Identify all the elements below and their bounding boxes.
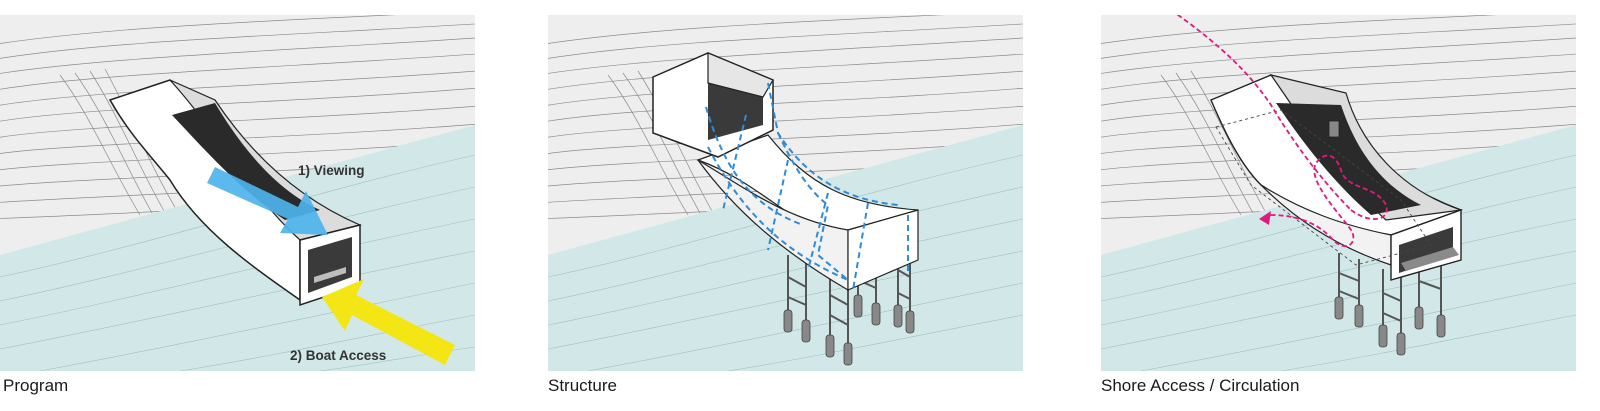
structure-diagram: [548, 15, 1023, 371]
building-volume: [1210, 74, 1464, 281]
water-contours: [548, 154, 1023, 371]
viewing-arrow: [207, 167, 328, 235]
program-diagram: 1) Viewing 2) Boat Access: [0, 15, 475, 371]
building-volume: [108, 79, 362, 307]
program-drawing: 1) Viewing 2) Boat Access: [0, 15, 475, 371]
water-contours: [1101, 154, 1576, 371]
boat-access-arrow: [322, 279, 455, 365]
structure-drawing: [548, 15, 1023, 371]
pilings: [1338, 253, 1442, 340]
circulation-drawing: [1101, 15, 1576, 371]
structure-caption: Structure: [548, 376, 617, 395]
boat-access-label: 2) Boat Access: [290, 348, 386, 363]
water-surface: [1101, 125, 1576, 371]
circulation-diagram: [1101, 15, 1576, 371]
circulation-arrowhead: [1259, 211, 1271, 225]
viewing-label: 1) Viewing: [298, 163, 365, 178]
program-caption: Program: [3, 376, 69, 395]
deck-outline: [1215, 109, 1432, 266]
structure-frame: [705, 82, 909, 291]
piling-footings: [1334, 296, 1446, 356]
piling-footings: [783, 294, 915, 366]
circulation-caption: Shore Access / Circulation: [1101, 376, 1300, 395]
